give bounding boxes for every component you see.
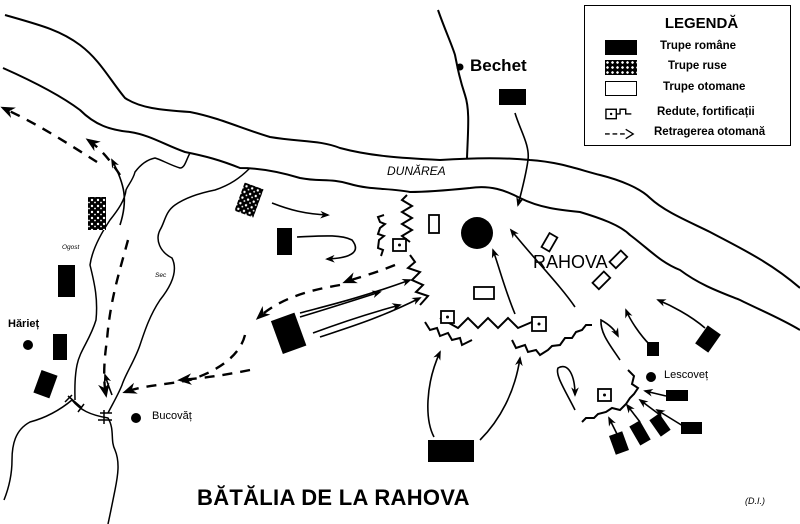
legend-label: Trupe române bbox=[660, 40, 737, 52]
town-markers bbox=[23, 63, 656, 423]
bridges bbox=[64, 394, 112, 424]
legend-item-redoubt: Redute, fortificații bbox=[585, 104, 790, 124]
legend-label: Redute, fortificații bbox=[657, 106, 755, 118]
river-label-danube: DUNĂREA bbox=[387, 164, 446, 178]
attack-arrows bbox=[103, 112, 706, 441]
romanian-troops bbox=[33, 89, 721, 462]
town-label-rahova: RAHOVA bbox=[533, 252, 608, 272]
redoubt-icon bbox=[605, 108, 632, 120]
stream-label-ogost: Ogost bbox=[62, 244, 80, 251]
town-label-bucovat: Bucovăț bbox=[152, 410, 192, 422]
legend-item-russian: Trupe ruse bbox=[585, 58, 790, 78]
legend-item-retreat: Retragerea otomană bbox=[585, 124, 790, 144]
legend-label: Trupe otomane bbox=[663, 81, 746, 93]
russian-troops bbox=[88, 182, 264, 230]
town-label-bechet: Bechet bbox=[470, 56, 527, 75]
romanian-troops-icon bbox=[605, 40, 637, 55]
redoubts bbox=[392, 238, 612, 402]
danube-river bbox=[2, 14, 800, 331]
legend-label: Trupe ruse bbox=[668, 60, 727, 72]
town-label-lescovet: Lescoveț bbox=[664, 369, 709, 381]
ottoman-troops bbox=[428, 214, 629, 300]
legend-item-ottoman: Trupe otomane bbox=[585, 79, 790, 99]
legend-box: LEGENDĂ Trupe române Trupe ruse Trupe ot… bbox=[584, 5, 791, 146]
ottoman-troops-icon bbox=[605, 81, 637, 96]
author-credit: (D.I.) bbox=[745, 496, 765, 506]
dashed-arrow-icon bbox=[605, 128, 635, 140]
russian-troops-icon bbox=[605, 60, 637, 75]
legend-label: Retragerea otomană bbox=[654, 126, 766, 138]
legend-title: LEGENDĂ bbox=[664, 15, 739, 32]
town-label-hariet: Hărieț bbox=[8, 318, 40, 330]
ottoman-retreat-arrows bbox=[0, 106, 396, 398]
tributary-rivers bbox=[3, 152, 251, 524]
fortification-lines bbox=[376, 194, 640, 423]
stream-label-sec: Sec bbox=[155, 272, 167, 279]
jiu-river bbox=[437, 9, 470, 159]
map-title: BĂTĂLIA DE LA RAHOVA bbox=[197, 485, 470, 510]
legend-item-romanian: Trupe române bbox=[585, 38, 790, 58]
